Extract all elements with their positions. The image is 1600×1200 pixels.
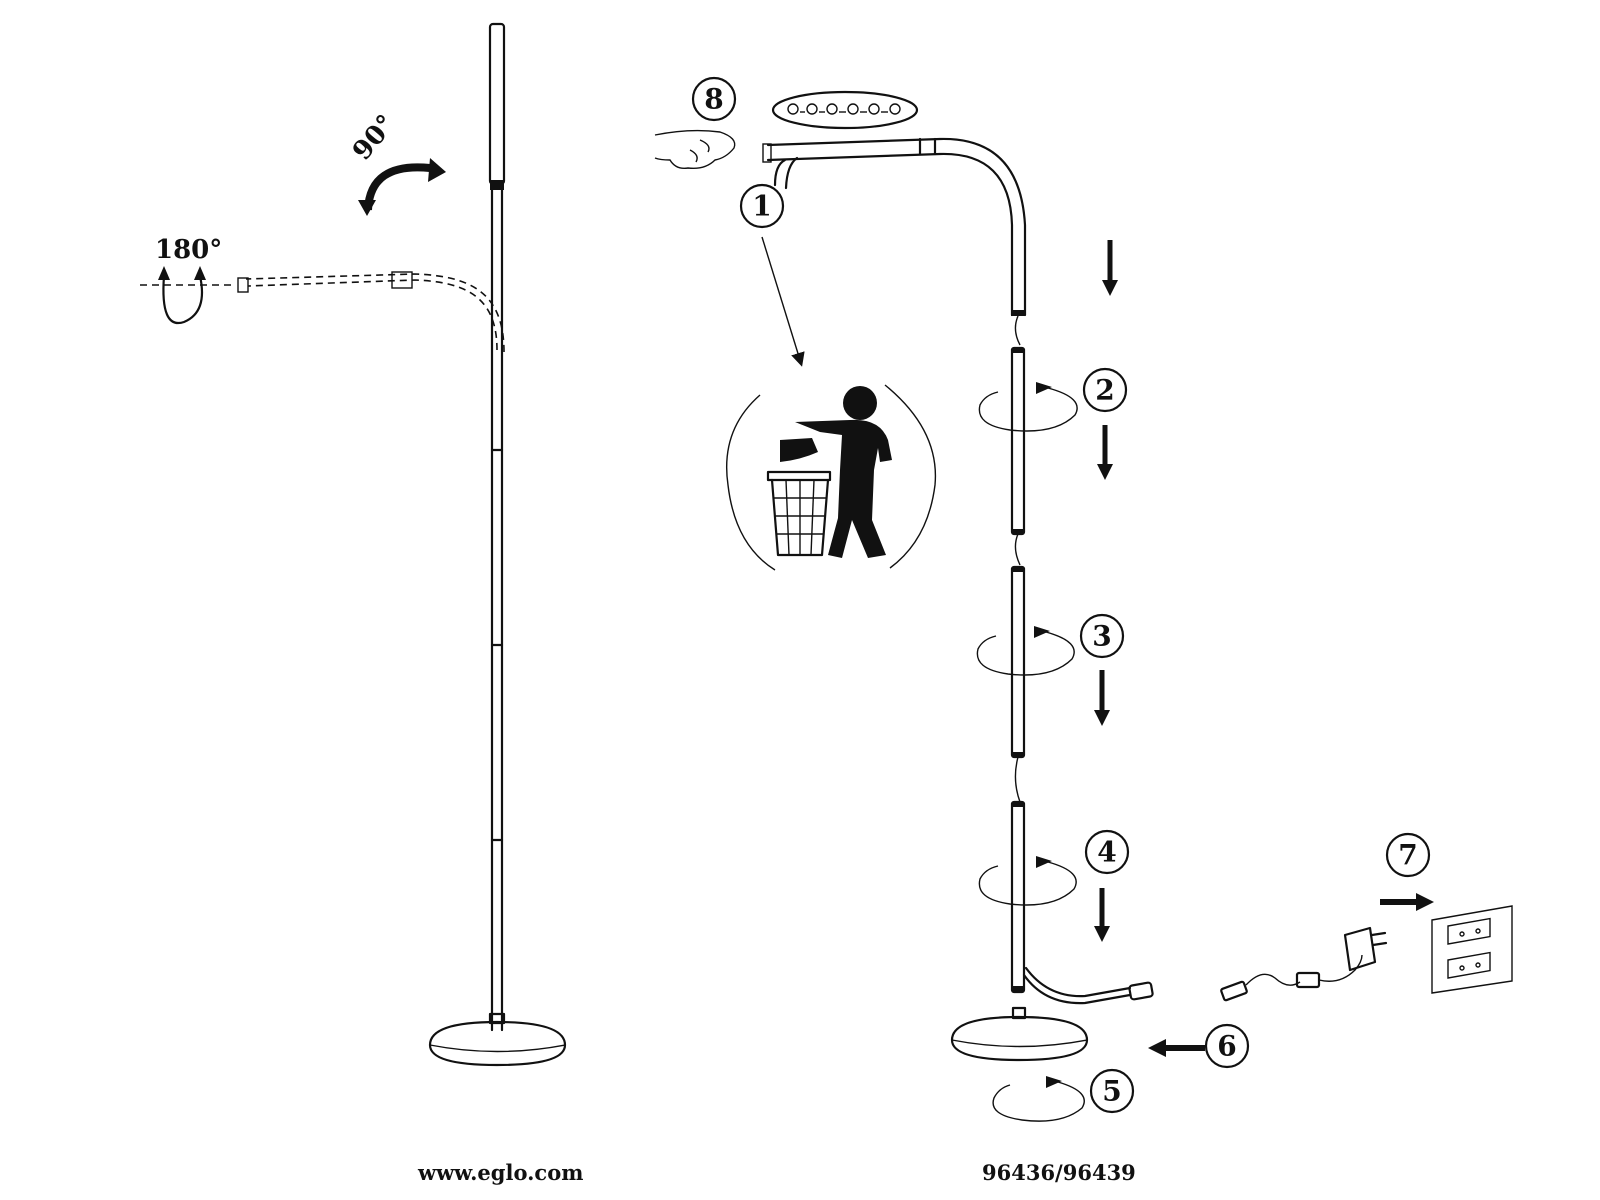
step-number: 1	[752, 190, 771, 223]
rotation-arrow-icon	[976, 626, 1075, 676]
down-arrow-icon	[1094, 670, 1110, 726]
rotation-arrow-icon: 90°	[347, 109, 446, 216]
step-marker: 2	[1082, 367, 1128, 413]
step-number: 2	[1095, 374, 1114, 407]
lamp-base-icon	[950, 1006, 1089, 1062]
dimmer-level-icon	[771, 90, 919, 130]
recycle-bin-disposal-icon	[725, 384, 937, 571]
step-number: 3	[1092, 620, 1111, 653]
step-marker: 5	[1089, 1068, 1135, 1114]
step-number: 5	[1102, 1075, 1121, 1108]
step-marker: 7	[1385, 832, 1431, 878]
left-arrow-icon	[1148, 1039, 1205, 1057]
step-marker: 3	[1079, 613, 1125, 659]
step-marker: 8	[691, 76, 737, 122]
step-number: 8	[704, 83, 723, 116]
website-label: www.eglo.com	[418, 1160, 584, 1185]
tilt-angle-label: 90°	[347, 109, 402, 166]
power-adapter-icon	[1220, 926, 1388, 1002]
down-arrow-icon	[1097, 425, 1113, 480]
rotation-arrow-icon: 180°	[140, 235, 236, 325]
model-number-label: 96436/96439	[982, 1160, 1136, 1185]
down-arrow-icon	[1102, 240, 1118, 296]
wall-socket-icon	[1431, 905, 1513, 994]
floor-lamp-exploded-icon	[762, 137, 1154, 1062]
rotation-arrow-icon	[978, 856, 1077, 906]
step-number: 6	[1217, 1030, 1236, 1063]
hand-touch-icon	[654, 129, 736, 170]
step-number: 7	[1398, 839, 1417, 872]
rotation-arrow-icon	[992, 1076, 1085, 1122]
right-arrow-icon	[1380, 893, 1434, 911]
rotation-arrow-icon	[978, 382, 1078, 432]
down-arrow-icon	[1094, 888, 1110, 942]
step-marker: 1	[739, 183, 785, 229]
spin-angle-label: 180°	[155, 235, 222, 265]
step-marker: 4	[1084, 829, 1130, 875]
floor-lamp-icon	[237, 22, 567, 1067]
step-number: 4	[1097, 836, 1116, 869]
step-marker: 6	[1204, 1023, 1250, 1069]
lamp-base-icon	[428, 1012, 567, 1067]
